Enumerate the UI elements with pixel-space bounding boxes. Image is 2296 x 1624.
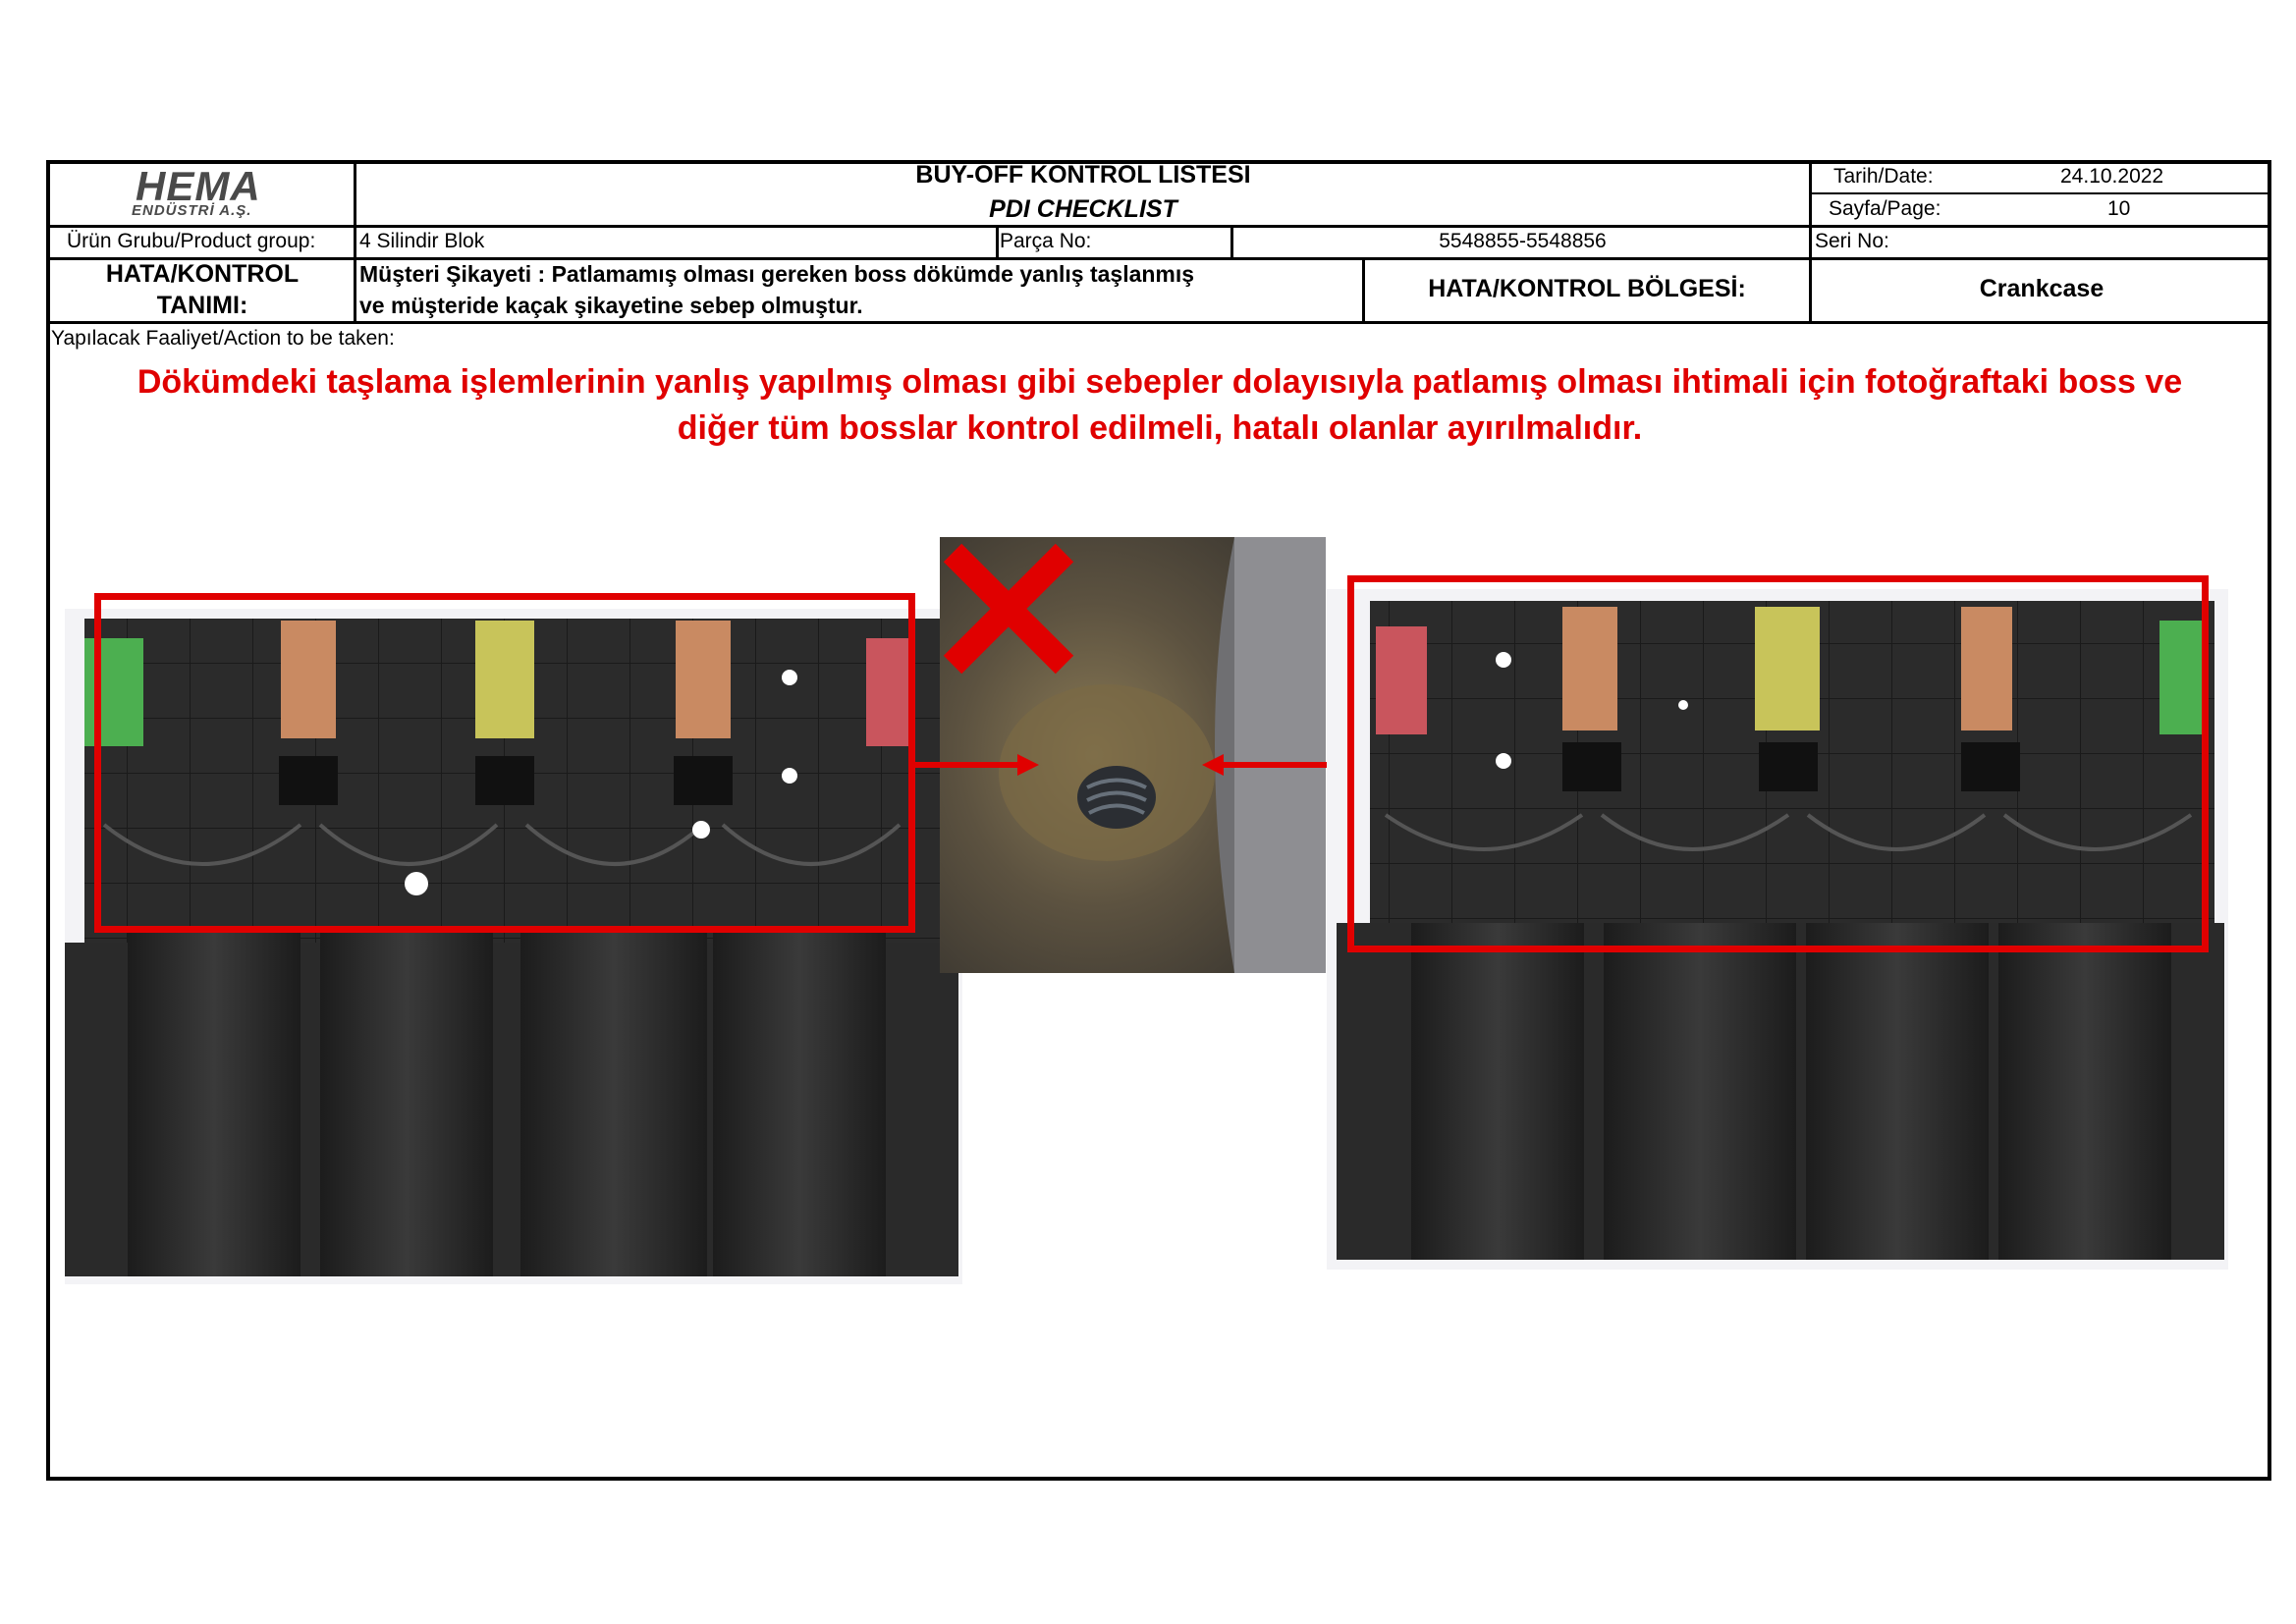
defect-region-label: HATA/KONTROL BÖLGESİ: — [1428, 275, 1746, 302]
crankcase-view-right — [1327, 589, 2228, 1270]
product-group-value: 4 Silindir Blok — [359, 230, 485, 252]
date-value: 24.10.2022 — [2060, 165, 2164, 188]
checklist-frame — [46, 160, 2271, 1481]
action-instruction-line-1: Dökümdeki taşlama işlemlerinin yanlış ya… — [137, 363, 2183, 401]
page-label: Sayfa/Page: — [1829, 197, 1941, 220]
left-highlight-box — [94, 593, 915, 933]
row-divider-3 — [46, 321, 2271, 324]
date-label: Tarih/Date: — [1833, 165, 1934, 188]
company-logo: HEMA ENDÜSTRİ A.Ş. — [51, 163, 352, 224]
logo-wordmark: HEMA — [136, 163, 261, 209]
document-subtitle: PDI CHECKLIST — [989, 195, 1177, 223]
arrow-right-icon — [915, 754, 1039, 776]
product-group-label: Ürün Grubu/Product group: — [67, 230, 316, 252]
logo-divider — [354, 160, 356, 321]
reject-x-icon — [943, 543, 1074, 675]
part-label-divider — [996, 225, 999, 259]
action-instruction-line-2: diğer tüm bosslar kontrol edilmeli, hata… — [677, 409, 1643, 447]
action-instruction: Dökümdeki taşlama işlemlerinin yanlış ya… — [51, 359, 2269, 452]
page-value: 10 — [2107, 197, 2131, 220]
logo-subtitle: ENDÜSTRİ A.Ş. — [132, 202, 252, 219]
part-no-value: 5548855-5548856 — [1439, 230, 1607, 252]
right-column-divider — [1809, 160, 1812, 321]
action-label: Yapılacak Faaliyet/Action to be taken: — [51, 327, 395, 350]
defect-definition-label-2: TANIMI: — [156, 292, 248, 319]
region-divider — [1362, 257, 1365, 323]
crankcase-view-left — [65, 609, 962, 1284]
document-title: BUY-OFF KONTROL LİSTESİ — [915, 161, 1251, 189]
part-no-label: Parça No: — [1000, 230, 1092, 252]
date-page-divider — [1810, 192, 2271, 194]
part-value-divider — [1230, 225, 1233, 259]
defect-definition-label: HATA/KONTROL — [105, 260, 300, 288]
right-highlight-box — [1347, 575, 2209, 952]
defect-region-value: Crankcase — [1979, 275, 2105, 302]
serial-label: Seri No: — [1815, 230, 1889, 252]
customer-complaint-line-2: ve müşteride kaçak şikayetine sebep olmu… — [359, 293, 863, 318]
row-divider-2 — [46, 257, 2271, 260]
row-divider-1 — [46, 225, 2271, 228]
customer-complaint-line-1: Müşteri Şikayeti : Patlamamış olması ger… — [359, 261, 1195, 287]
